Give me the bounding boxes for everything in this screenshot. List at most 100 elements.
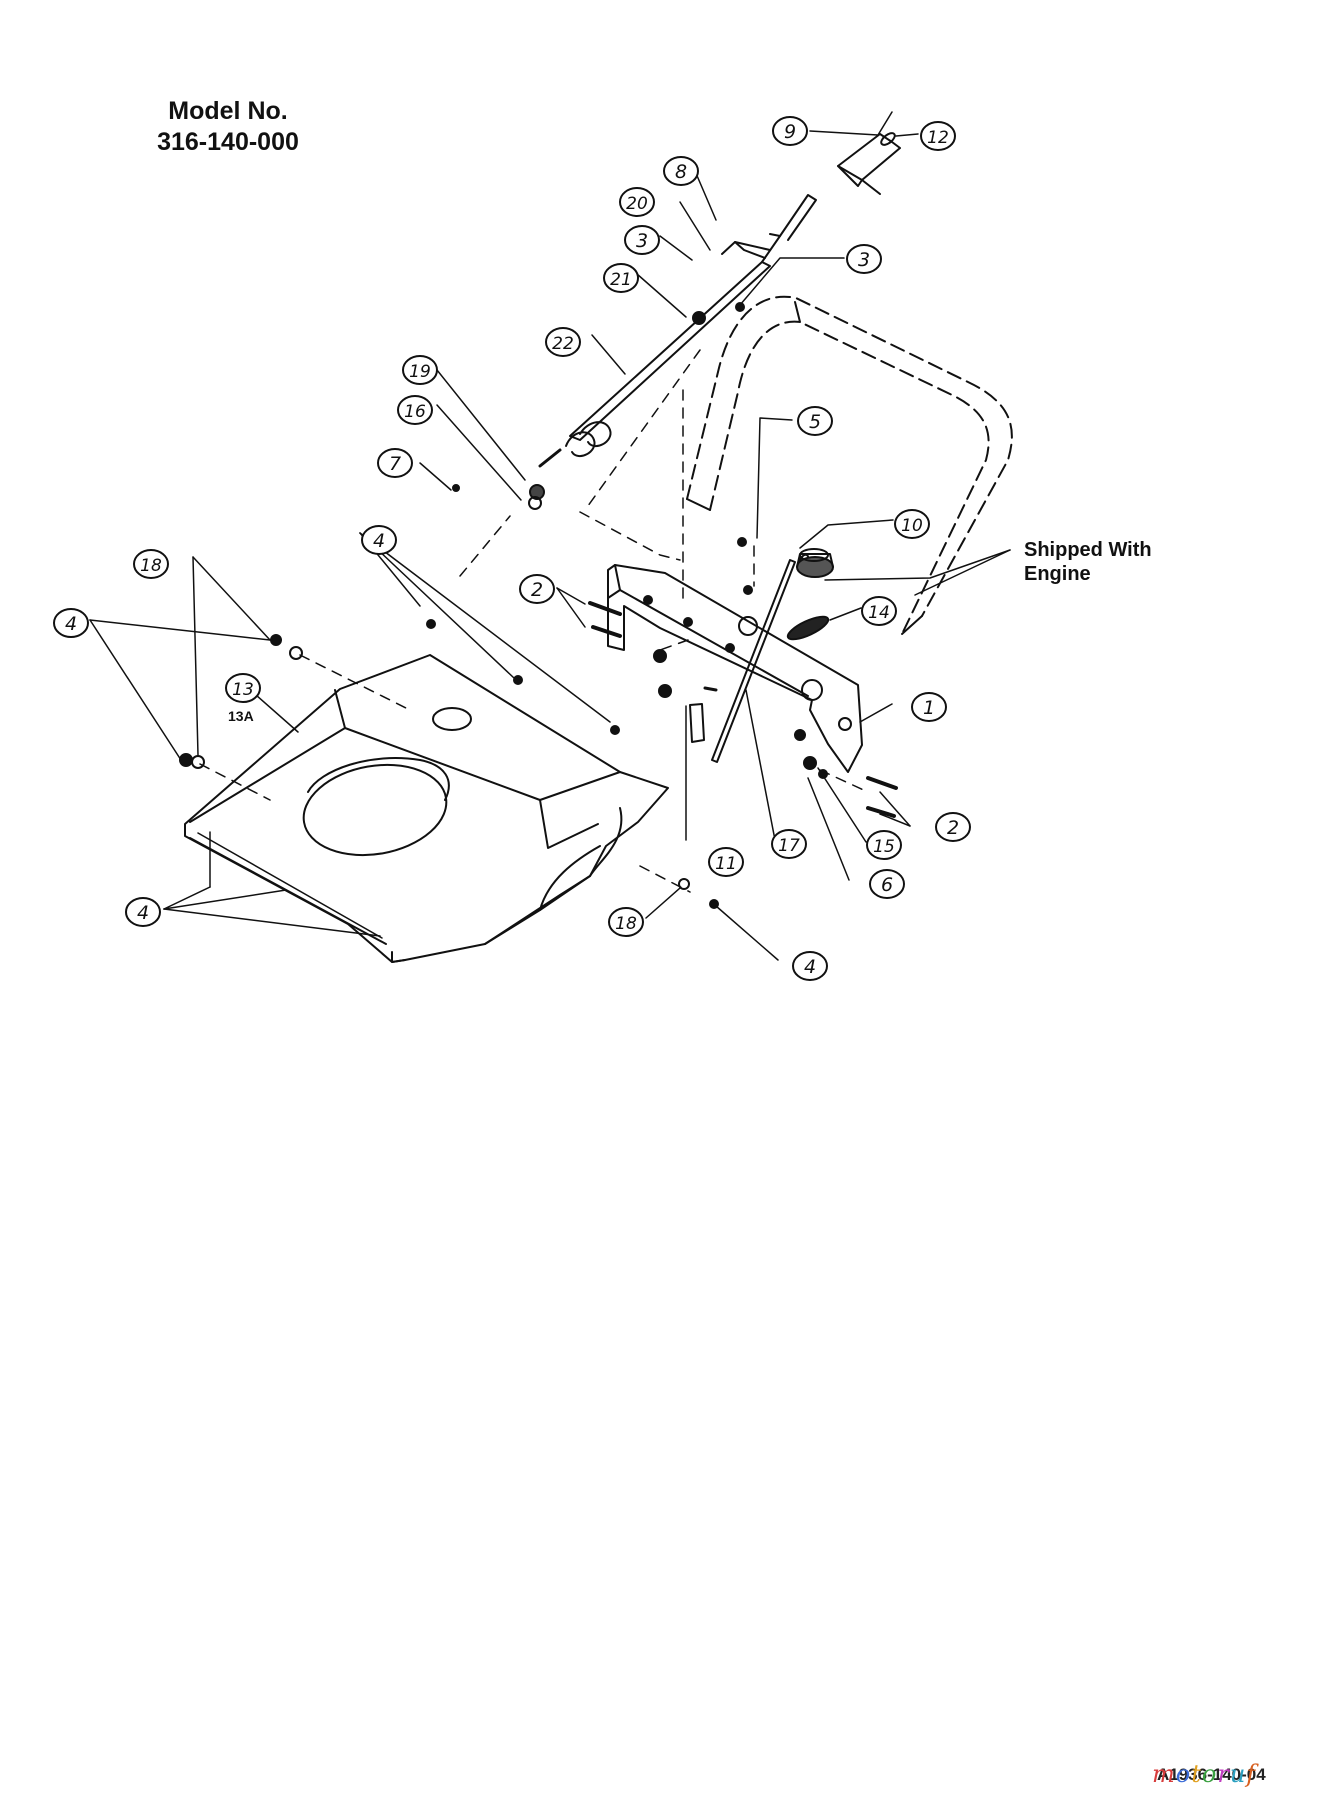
callout-c7: 7	[377, 448, 413, 478]
model-caption: Model No. 316-140-000	[118, 96, 338, 158]
callout-c9: 9	[772, 116, 808, 146]
callout-c4a: 4	[361, 525, 397, 555]
watermark-letter: o	[1201, 1760, 1218, 1788]
callout-c2a: 2	[519, 574, 555, 604]
callout-number: 1	[923, 697, 935, 719]
watermark-letter: m	[1152, 1760, 1176, 1788]
callout-c4b: 4	[53, 608, 89, 638]
callout-c16: 16	[397, 395, 433, 425]
callout-number: 3	[858, 249, 870, 271]
callout-c14: 14	[861, 596, 897, 626]
shift-boot	[786, 548, 834, 641]
callout-c8: 8	[663, 156, 699, 186]
model-number: 316-140-000	[157, 128, 299, 156]
callout-bubble	[846, 244, 882, 274]
callout-c11: 11	[708, 847, 744, 877]
callout-bubble	[920, 121, 956, 151]
callout-number: 9	[784, 121, 796, 143]
callout-number: 17	[778, 836, 800, 856]
callout-bubble	[708, 847, 744, 877]
callout-number: 4	[804, 956, 816, 978]
callout-number: 4	[373, 530, 385, 552]
callout-bubble	[935, 812, 971, 842]
callout-number: 3	[636, 230, 648, 252]
assembly-lines	[199, 349, 869, 893]
callout-c19: 19	[402, 355, 438, 385]
callout-c2b: 2	[935, 812, 971, 842]
callout-number: 8	[675, 161, 687, 183]
watermark-letter: r	[1217, 1760, 1230, 1788]
callout-bubble	[377, 448, 413, 478]
callout-c6: 6	[869, 869, 905, 899]
callout-bubble	[519, 574, 555, 604]
callout-bubble	[53, 608, 89, 638]
hardware	[179, 302, 898, 909]
callout-bubble	[771, 829, 807, 859]
callout-bubble	[772, 116, 808, 146]
model-label: Model No.	[168, 97, 288, 125]
callout-number: 20	[626, 194, 648, 214]
callout-number: 2	[531, 579, 543, 601]
callout-number: 18	[140, 556, 162, 576]
callout-bubble	[545, 327, 581, 357]
callout-bubble	[619, 187, 655, 217]
callout-number: 21	[610, 270, 632, 290]
callout-c3a: 3	[624, 225, 660, 255]
callout-number: 2	[947, 817, 959, 839]
shipped-with-line2: Engine	[1024, 563, 1091, 585]
callout-number: 15	[873, 837, 895, 857]
callout-c4c: 4	[792, 951, 828, 981]
callout-bubble	[792, 951, 828, 981]
document-id: A1936-140-04	[1157, 1765, 1266, 1784]
callout-bubble	[125, 897, 161, 927]
callout-bubble	[133, 549, 169, 579]
watermark-letter: t	[1191, 1760, 1202, 1788]
callout-c1: 1	[911, 692, 947, 722]
callout-c12: 12	[920, 121, 956, 151]
callout-bubble	[402, 355, 438, 385]
watermark-letter: o	[1175, 1760, 1192, 1788]
callout-number: 18	[615, 914, 637, 934]
callout-bubble	[624, 225, 660, 255]
callout-c18b: 18	[608, 907, 644, 937]
callout-number: 11	[715, 854, 737, 874]
callout-number: 7	[389, 453, 401, 475]
watermark-logo: motoruf	[1152, 1760, 1256, 1788]
callout-c15: 15	[866, 830, 902, 860]
callout-number: 5	[809, 411, 821, 433]
callout-number: 19	[409, 362, 431, 382]
callout-bubble	[797, 406, 833, 436]
callout-c18a: 18	[133, 549, 169, 579]
callout-bubble	[861, 596, 897, 626]
callout-c22: 22	[545, 327, 581, 357]
callout-number: 22	[552, 334, 574, 354]
callout-bubble	[894, 509, 930, 539]
callout-number: 4	[65, 613, 77, 635]
control-bracket	[607, 564, 863, 773]
callout-bubble	[397, 395, 433, 425]
upper-handle	[686, 295, 1013, 635]
callout-bubble	[361, 525, 397, 555]
callout-c5: 5	[797, 406, 833, 436]
callout-c13: 13	[225, 673, 261, 703]
callout-bubble	[663, 156, 699, 186]
callout-bubble	[608, 907, 644, 937]
callout-number: 16	[404, 402, 426, 422]
shift-rod-assembly	[538, 194, 817, 468]
callout-c21: 21	[603, 263, 639, 293]
callout-number: 13	[232, 680, 254, 700]
callout-bubble	[225, 673, 261, 703]
callout-c17: 17	[771, 829, 807, 859]
callout-c3b: 3	[846, 244, 882, 274]
callout-bubble	[911, 692, 947, 722]
deflector-plate	[184, 654, 669, 963]
callout-bubble	[866, 830, 902, 860]
callout-bubble	[869, 869, 905, 899]
callout-number: 6	[881, 874, 893, 896]
callout-number: 10	[901, 516, 923, 536]
watermark-letter: f	[1246, 1760, 1257, 1788]
callout-c4d: 4	[125, 897, 161, 927]
shipped-with-engine-note: Shipped With Engine	[1024, 538, 1152, 586]
